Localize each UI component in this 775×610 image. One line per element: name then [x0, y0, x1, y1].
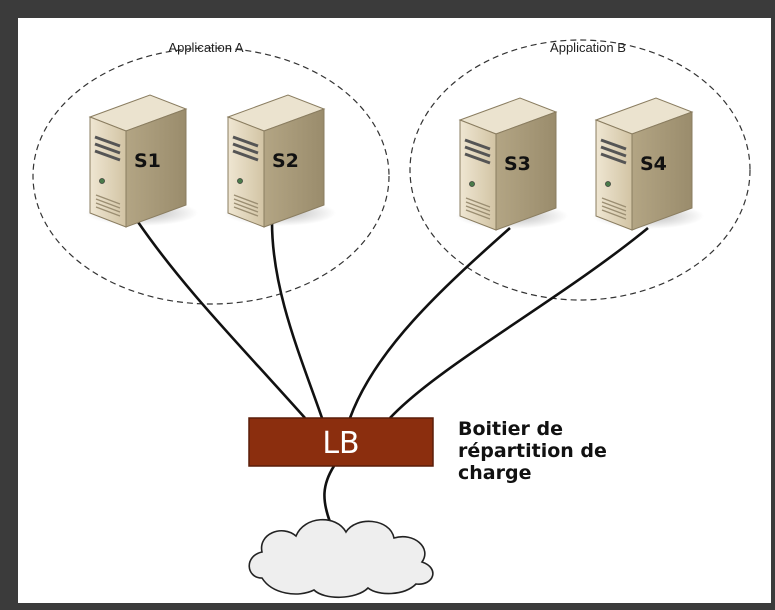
- group-b-outline: [409, 39, 751, 301]
- server-s2-label: S2: [272, 150, 299, 172]
- caption-line-1: Boitier de: [458, 418, 564, 440]
- group-a-label: Application A: [168, 40, 243, 55]
- caption-line-3: charge: [458, 462, 532, 484]
- link-s1-lb: [136, 221, 306, 419]
- server-s2: S2: [222, 93, 338, 229]
- load-balancer-caption: Boitier de répartition de charge: [458, 418, 607, 484]
- server-s3-label: S3: [504, 153, 531, 175]
- link-lb-cloud: [323, 465, 336, 523]
- server-s1: S1: [84, 93, 200, 229]
- load-balancer-box: [248, 417, 434, 467]
- group-a-outline: [32, 47, 390, 305]
- group-b-label: Application B: [550, 40, 626, 55]
- server-s4: S4: [590, 96, 706, 232]
- link-s3-lb: [348, 227, 511, 419]
- server-s4-label: S4: [640, 153, 667, 175]
- server-s3: S3: [454, 96, 570, 232]
- link-s2-lb: [270, 221, 324, 419]
- load-balancer-label: LB: [322, 426, 359, 461]
- caption-line-2: répartition de: [458, 440, 607, 462]
- link-s4-lb: [389, 226, 649, 419]
- server-s1-label: S1: [134, 150, 161, 172]
- cloud-icon: [248, 518, 434, 599]
